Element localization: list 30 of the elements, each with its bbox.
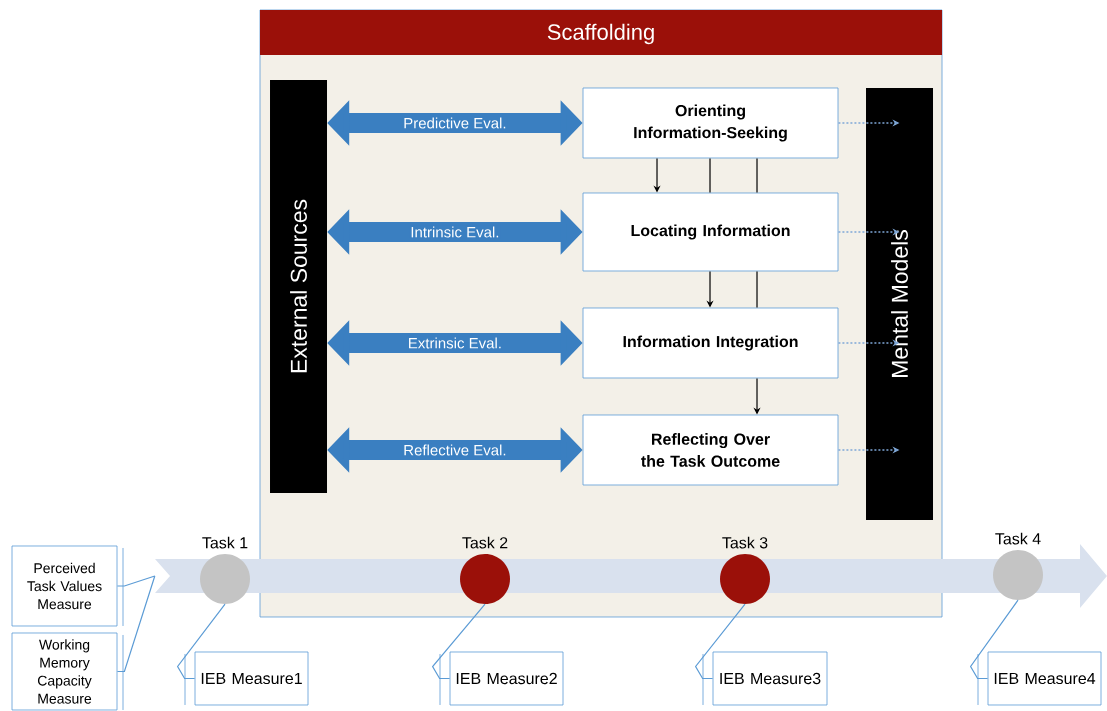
flow-line: [709, 157, 711, 194]
leader-line: [116, 575, 156, 673]
source-bar: External Sources: [270, 80, 327, 493]
edge-label: Extrinsic Eval.: [406, 336, 503, 350]
leader-line: [176, 603, 226, 680]
edge-label: Intrinsic Eval.: [409, 225, 501, 239]
leader-line: [694, 603, 746, 680]
task-label: Task 4: [995, 532, 1041, 545]
process-box: Information Integration: [582, 307, 839, 379]
measure-box: IEB Measure2: [449, 651, 564, 706]
measure-box: Working Memory Capacity Measure: [11, 632, 118, 711]
task-label: Task 3: [722, 536, 768, 549]
flow-line: [756, 270, 758, 309]
panel-header: Scaffolding: [260, 10, 942, 55]
task-label: Task 2: [462, 536, 508, 549]
edge-label: Predictive Eval.: [402, 116, 508, 130]
leader-line: [431, 603, 486, 680]
flow-line: [756, 157, 758, 194]
process-box: Locating Information: [582, 192, 839, 272]
edge-label: Reflective Eval.: [402, 443, 508, 457]
process-box: Orienting Information-Seeking: [582, 87, 839, 159]
measure-box: IEB Measure4: [987, 651, 1102, 706]
measure-box: IEB Measure1: [194, 651, 309, 706]
model-bar: Mental Models: [866, 88, 933, 520]
leader-line: [969, 599, 1019, 680]
task-label: Task 1: [202, 536, 248, 549]
leader-line: [116, 575, 156, 587]
process-box: Reflecting Over the Task Outcome: [582, 414, 839, 486]
measure-box: IEB Measure3: [712, 651, 828, 706]
measure-box: Perceived Task Values Measure: [11, 545, 118, 627]
